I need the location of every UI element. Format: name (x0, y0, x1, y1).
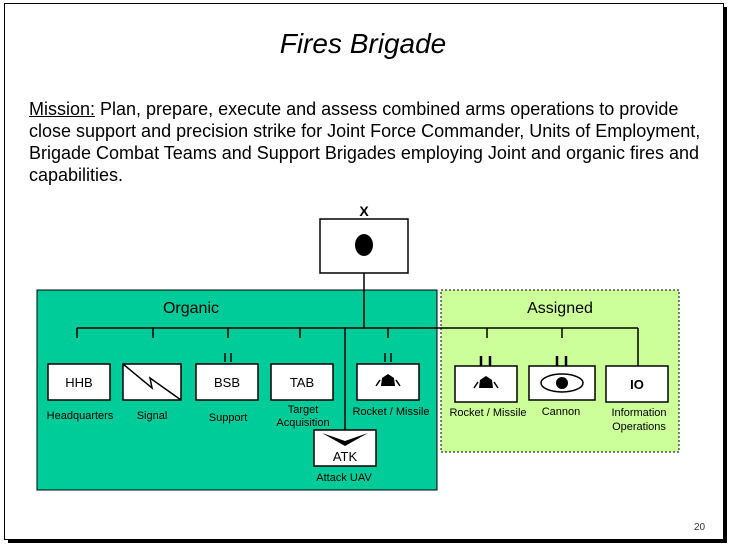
mission-label: Mission: (29, 99, 96, 119)
cannon-icon (540, 373, 584, 393)
signal-lightning-icon (122, 363, 182, 401)
rocket-icon (375, 374, 401, 387)
unit-name-line-1: Information (611, 407, 666, 419)
assigned-label: Assigned (527, 300, 593, 317)
unit-abbr: ATK (333, 449, 358, 464)
unit-name-line-2: Acquisition (276, 417, 329, 429)
unit-atk: ATK Attack UAV (313, 429, 377, 484)
unit-cannon: Cannon (528, 365, 596, 418)
unit-signal: Signal (122, 363, 182, 422)
page-number: 20 (694, 522, 706, 533)
unit-name: Headquarters (47, 410, 114, 422)
unit-symbol-box (313, 429, 377, 467)
mission-statement: Mission: Plan, prepare, execute and asse… (29, 98, 709, 186)
echelon-markers (224, 353, 568, 366)
unit-name: Attack UAV (316, 472, 372, 484)
unit-abbr: HHB (65, 375, 92, 390)
unit-symbol-box (270, 363, 334, 401)
unit-hhb: HHB Headquarters (47, 363, 114, 422)
artillery-dot-icon (355, 234, 373, 256)
uav-chevron-icon (322, 433, 368, 446)
organic-label: Organic (163, 300, 219, 317)
slide-title: Fires Brigade (279, 28, 447, 59)
unit-symbol-box (47, 363, 111, 401)
slide-shadow-bottom (8, 539, 727, 543)
unit-symbol-box (195, 363, 259, 401)
connector-lines (76, 273, 639, 430)
unit-name-line-2: Operations (612, 421, 666, 433)
unit-abbr: BSB (214, 375, 240, 390)
unit-abbr: IO (630, 377, 644, 392)
hq-echelon-marker: X (359, 203, 369, 219)
unit-bsb: BSB Support (195, 363, 259, 424)
unit-name: Signal (137, 410, 168, 422)
unit-name-line-1: Target (288, 404, 319, 416)
unit-io: IO Information Operations (605, 365, 669, 433)
mission-text: Plan, prepare, execute and assess combin… (29, 99, 701, 185)
unit-name: Cannon (542, 406, 581, 418)
unit-name: Rocket / Missile (449, 407, 526, 419)
unit-name: Support (209, 412, 248, 424)
artillery-dot-icon (556, 377, 568, 389)
unit-tab: TAB Target Acquisition (270, 363, 334, 429)
slide-shadow-right (723, 7, 727, 542)
unit-name: Rocket / Missile (352, 406, 429, 418)
unit-rocket-missile-organic: Rocket / Missile (352, 363, 430, 418)
rocket-icon (473, 376, 499, 389)
unit-rocket-missile-assigned: Rocket / Missile (449, 365, 527, 419)
hq-unit: X (319, 203, 409, 274)
unit-symbol-box (605, 365, 669, 403)
unit-abbr: TAB (290, 375, 314, 390)
